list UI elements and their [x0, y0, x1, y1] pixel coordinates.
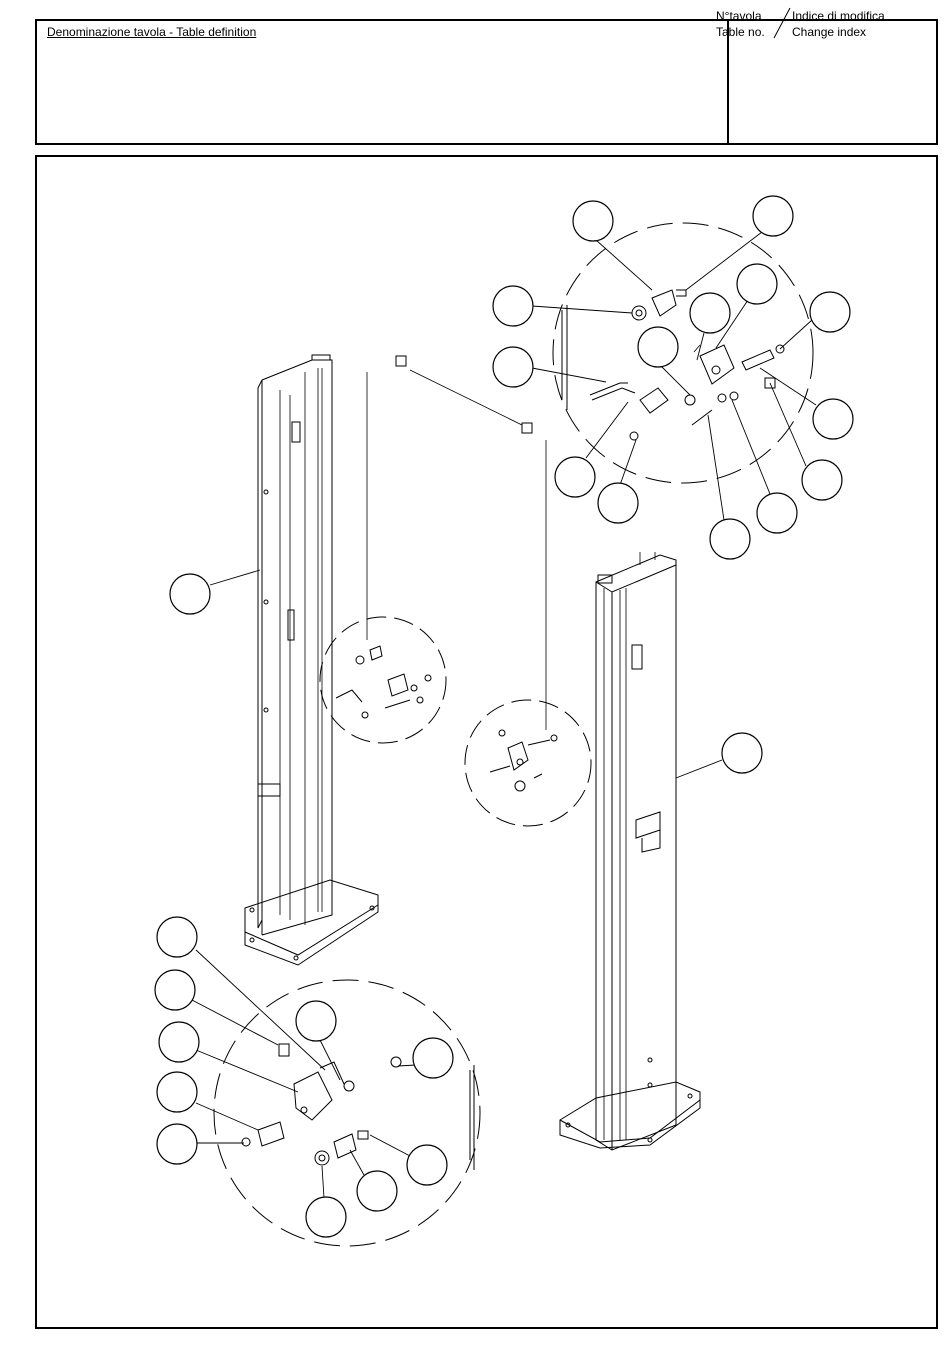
- balloon: [722, 733, 762, 773]
- balloon: [710, 519, 750, 559]
- balloon: [157, 1072, 197, 1112]
- detail-circle-bottom: [214, 980, 480, 1246]
- balloon: [813, 399, 853, 439]
- balloon: [810, 292, 850, 332]
- balloon: [357, 1171, 397, 1211]
- right-column: [560, 552, 700, 1150]
- balloon: [690, 293, 730, 333]
- balloon: [170, 574, 210, 614]
- balloon: [407, 1145, 447, 1185]
- balloon: [737, 264, 777, 304]
- balloon: [493, 347, 533, 387]
- detail-circle-left-small: [320, 617, 446, 743]
- balloon: [157, 1124, 197, 1164]
- detail-circle-top: [553, 223, 813, 483]
- left-column: [245, 355, 378, 965]
- balloon: [555, 457, 595, 497]
- balloon: [598, 483, 638, 523]
- balloon: [306, 1197, 346, 1237]
- balloon: [157, 917, 197, 957]
- part-balloons: [155, 196, 853, 1237]
- detail-circle-right-small: [465, 700, 591, 826]
- balloon: [802, 460, 842, 500]
- balloon: [753, 196, 793, 236]
- balloon: [493, 286, 533, 326]
- balloon: [159, 1022, 199, 1062]
- balloon: [573, 201, 613, 241]
- balloon: [638, 327, 678, 367]
- balloon: [757, 493, 797, 533]
- balloon: [155, 970, 195, 1010]
- balloon: [296, 1001, 336, 1041]
- balloon: [413, 1038, 453, 1078]
